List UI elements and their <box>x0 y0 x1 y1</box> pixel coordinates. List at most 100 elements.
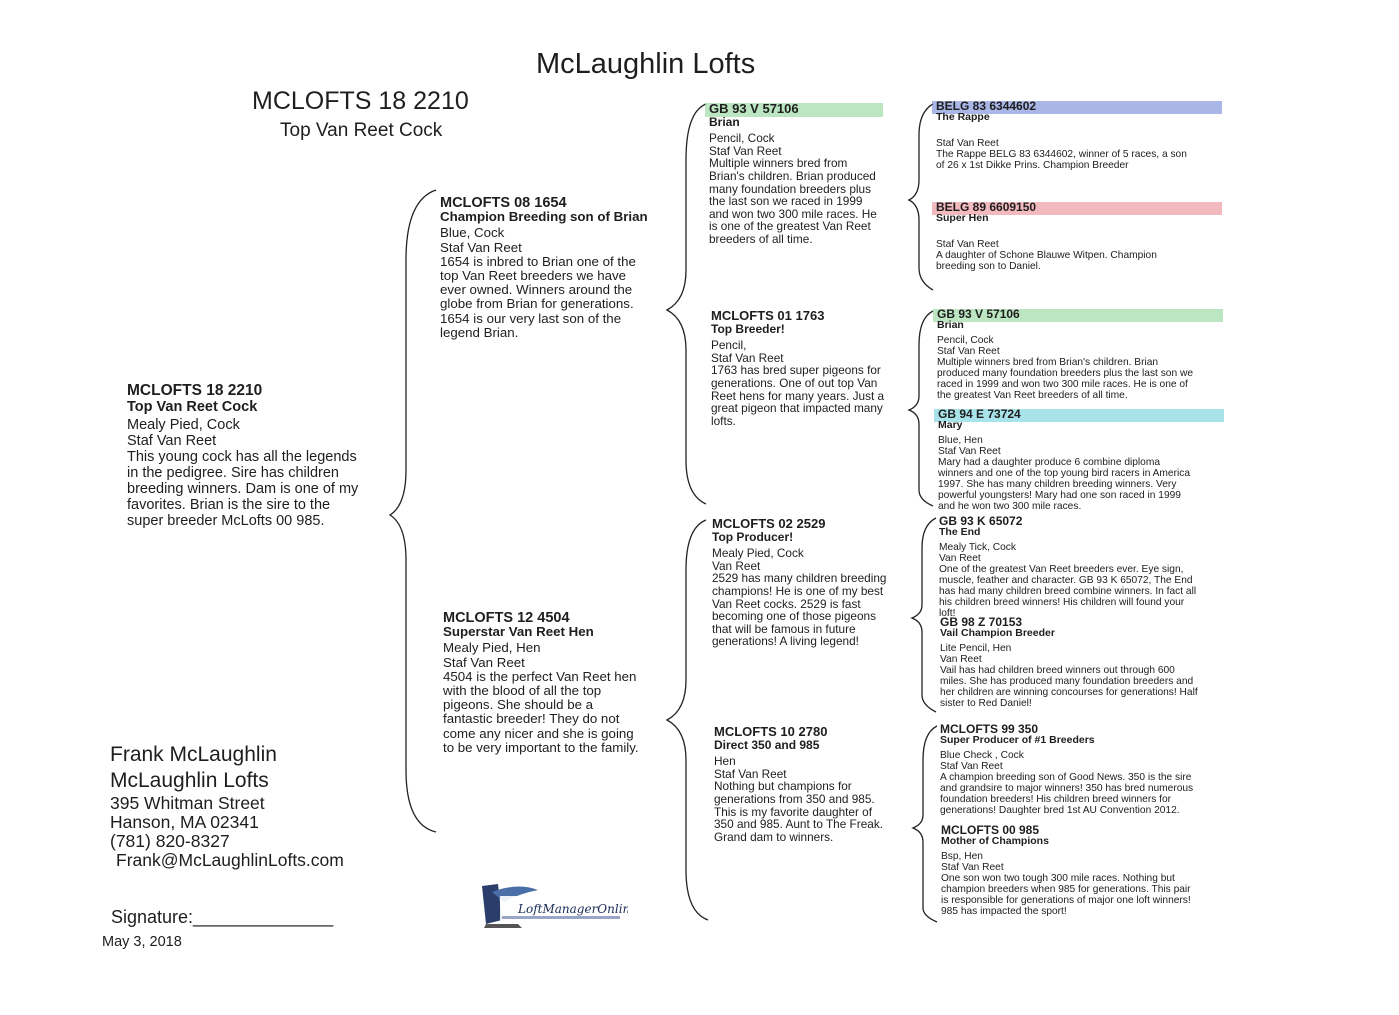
gen4-note: winners and one of the top young bird ra… <box>938 468 1191 479</box>
gen4-note: has had many children breed combine winn… <box>939 586 1197 597</box>
dam-dam-color: Hen <box>714 754 736 769</box>
sire-dam-note: lofts. <box>711 413 736 428</box>
sire-dam-note: 1763 has bred super pigeons for <box>711 363 881 378</box>
sire-dam-note: Reet hens for many years. Just a <box>711 388 885 403</box>
sire-dam-band: MCLOFTS 01 1763 <box>711 308 825 323</box>
subject-note: breeding winners. Dam is one of my <box>127 481 359 497</box>
gen4-note: The Rappe BELG 83 6344602, winner of 5 r… <box>936 149 1187 160</box>
gen4-band: GB 93 K 65072 <box>939 514 1023 528</box>
bracket-gen2-sire <box>665 103 707 505</box>
header-bird-name: Top Van Reet Cock <box>280 120 443 141</box>
gen4-note: champion breeders when 985 for generatio… <box>941 884 1191 895</box>
subject-note: This young cock has all the legends <box>127 449 357 465</box>
dam-note: 4504 is the perfect Van Reet hen <box>443 668 637 684</box>
bracket-gen3-d <box>911 725 938 923</box>
gen4-band: MCLOFTS 99 350 <box>940 722 1039 736</box>
sire-sire-band: GB 93 V 57106 <box>709 101 799 116</box>
sire-dam-name: Top Breeder! <box>711 321 785 336</box>
gen4-name: Brian <box>937 319 964 331</box>
subject-band: MCLOFTS 18 2210 <box>127 382 263 399</box>
bracket-gen1 <box>388 189 437 833</box>
bracket-gen2-dam <box>665 519 709 921</box>
logo-text: LoftManagerOnline.com <box>517 902 628 916</box>
sire-dam-note: great pigeon that impacted many <box>711 401 883 416</box>
dam-note: fantastic breeder! They do not <box>443 711 620 727</box>
gen4-note: One son won two tough 300 mile races. No… <box>941 873 1175 884</box>
dam-sire-name: Top Producer! <box>712 529 794 544</box>
gen4-name: Mary <box>938 419 963 431</box>
loftmanager-logo: LoftManagerOnline.com <box>478 880 667 930</box>
sire-sire-note: Multiple winners bred from <box>709 156 848 171</box>
sire-sire-note: the last son we raced in 1999 <box>709 194 863 209</box>
gen4-color <box>936 228 1218 239</box>
gen4-strain: Staf Van Reet <box>937 346 1000 357</box>
sire-dam-card: MCLOFTS 01 1763 Top Breeder! Pencil, Sta… <box>711 308 901 428</box>
gen4-band: GB 93 V 57106 <box>937 307 1020 321</box>
gen4-note: muscle, feather and character. GB 93 K 6… <box>939 575 1193 586</box>
highlight-bar <box>934 409 1224 422</box>
print-date: May 3, 2018 <box>102 934 182 950</box>
sire-sire-card: GB 93 V 57106 Brian Pencil, Cock Staf Va… <box>705 101 899 246</box>
sire-dam-strain: Staf Van Reet <box>711 350 784 365</box>
highlight-bar <box>932 101 1222 114</box>
dam-sire-strain: Van Reet <box>712 558 761 573</box>
gen4-card: GB 93 K 65072 The End Mealy Tick, Cock V… <box>939 514 1221 619</box>
sire-sire-note: and won two 300 mile races. He <box>709 206 877 221</box>
gen4-note: raced in 1999 and won two 300 mile races… <box>937 379 1188 390</box>
gen4-card: GB 94 E 73724 Mary Blue, Hen Staf Van Re… <box>934 408 1224 512</box>
gen4-note: and grandsire to major winners! 350 has … <box>940 783 1194 794</box>
dam-dam-band: MCLOFTS 10 2780 <box>714 724 828 739</box>
dam-name: Superstar Van Reet Hen <box>443 624 594 640</box>
gen4-band: BELG 83 6344602 <box>936 99 1037 113</box>
gen4-note: miles. She has produced many foundation … <box>940 676 1194 687</box>
gen4-name: Super Hen <box>936 212 989 224</box>
dam-dam-note: This is my favorite daughter of <box>714 804 873 819</box>
sire-note: globe from Brian for generations. <box>440 296 634 312</box>
gen4-color <box>936 127 1218 138</box>
subject-name: Top Van Reet Cock <box>127 399 258 415</box>
subject-note: favorites. Brian is the sire to the <box>127 497 331 513</box>
dam-card: MCLOFTS 12 4504 Superstar Van Reet Hen M… <box>443 611 671 755</box>
sire-card: MCLOFTS 08 1654 Champion Breeding son of… <box>440 196 668 340</box>
gen4-note: One of the greatest Van Reet breeders ev… <box>939 564 1184 575</box>
gen4-note: loft! <box>939 608 956 619</box>
gen4-band: BELG 89 6609150 <box>936 200 1037 214</box>
sire-sire-color: Pencil, Cock <box>709 131 775 146</box>
dam-sire-note: Van Reet cocks. 2529 is fast <box>712 596 861 611</box>
bracket-gen3-c <box>910 517 937 713</box>
contact-city: Hanson, MA 02341 <box>110 812 259 832</box>
gen4-strain: Staf Van Reet <box>936 138 999 149</box>
highlight-bar <box>933 309 1223 322</box>
bracket-gen3-a <box>907 103 934 291</box>
gen4-band: MCLOFTS 00 985 <box>941 823 1040 837</box>
subject-note: in the pedigree. Sire has children <box>127 465 339 481</box>
signature-line: Signature:______________ <box>111 907 334 927</box>
gen4-color: Blue, Hen <box>938 435 983 446</box>
gen4-strain: Staf Van Reet <box>941 862 1004 873</box>
dam-dam-note: Nothing but champions for <box>714 779 852 794</box>
bracket-gen3-b <box>907 310 934 507</box>
gen4-color: Mealy Tick, Cock <box>939 542 1016 553</box>
gen4-card: GB 93 V 57106 Brian Pencil, Cock Staf Va… <box>933 307 1223 401</box>
gen4-name: The End <box>939 526 981 538</box>
sire-note: 1654 is inbred to Brian one of the <box>440 253 636 269</box>
dam-note: pigeons. She should be a <box>443 697 594 713</box>
sire-sire-note: is one of the greatest Van Reet <box>709 219 871 234</box>
laptop-logo-icon: LoftManagerOnline.com <box>482 884 667 928</box>
gen4-note: Mary had a daughter produce 6 combine di… <box>938 457 1160 468</box>
gen4-note: 1997. She has many children breeding win… <box>938 479 1177 490</box>
subject-color: Mealy Pied, Cock <box>127 417 240 433</box>
gen4-note: Multiple winners bred from Brian's child… <box>937 357 1159 368</box>
gen4-note: A daughter of Schone Blauwe Witpen. Cham… <box>936 250 1157 261</box>
gen4-card: BELG 89 6609150 Super Hen Staf Van Reet … <box>932 200 1222 272</box>
header-band-number: MCLOFTS 18 2210 <box>252 87 469 115</box>
gen4-note: foundation breeders! His children breed … <box>940 794 1172 805</box>
dam-band: MCLOFTS 12 4504 <box>443 610 570 626</box>
dam-sire-note: that will be famous in future <box>712 621 856 636</box>
sire-note: 1654 is our very last son of the <box>440 310 622 326</box>
sire-color: Blue, Cock <box>440 225 505 241</box>
gen4-note: A champion breeding son of Good News. 35… <box>940 772 1192 783</box>
gen4-note: and he won two 300 mile races. <box>938 501 1082 512</box>
dam-note: come any nicer and she is going <box>443 725 634 741</box>
